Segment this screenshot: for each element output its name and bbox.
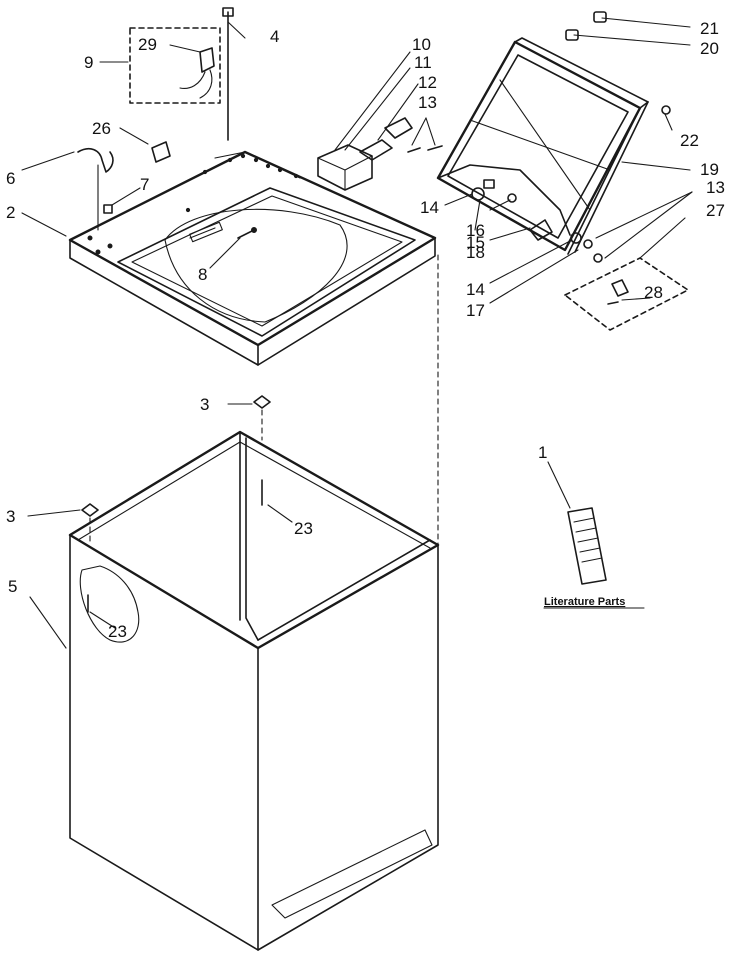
screw-22 — [661, 105, 671, 115]
clip-6 — [77, 148, 114, 231]
lid-assembly — [436, 37, 649, 255]
cabinet — [68, 254, 440, 951]
callout-26: 26 — [92, 119, 111, 138]
callout-11: 11 — [414, 53, 432, 72]
callout-13-right: 13 — [706, 178, 725, 197]
callout-4: 4 — [270, 27, 279, 46]
callout-12: 12 — [418, 73, 437, 92]
screws-13 — [407, 145, 443, 153]
leader-lines — [21, 17, 693, 649]
clip-26 — [151, 141, 171, 163]
callout-13-top: 13 — [418, 93, 437, 112]
screws-23 — [79, 479, 263, 643]
callout-10: 10 — [412, 35, 431, 54]
callout-14-lower: 14 — [466, 280, 485, 299]
callout-23-left: 23 — [108, 622, 127, 641]
lid-parts-14-18 — [471, 179, 603, 263]
top-panel — [68, 150, 437, 366]
callout-1: 1 — [538, 443, 547, 462]
callout-14-top: 14 — [420, 198, 439, 217]
literature-parts-label: Literature Parts — [544, 596, 625, 608]
screw-4 — [222, 7, 234, 141]
callout-2: 2 — [6, 203, 15, 222]
callout-29: 29 — [138, 35, 157, 54]
callout-22: 22 — [680, 131, 699, 150]
callout-21: 21 — [700, 19, 719, 38]
callout-20: 20 — [700, 39, 719, 58]
hinge-part-11-12 — [359, 117, 413, 161]
callout-28: 28 — [644, 283, 663, 302]
lid-switch-box — [129, 27, 221, 104]
hinge-bracket-10 — [317, 144, 373, 191]
bumpers-3 — [81, 395, 271, 546]
callout-15: 15 — [466, 233, 485, 252]
callout-5: 5 — [8, 577, 17, 596]
callout-7: 7 — [140, 175, 149, 194]
callout-23-top: 23 — [294, 519, 313, 538]
callout-3-top: 3 — [200, 395, 209, 414]
callout-labels: 1 2 3 3 4 5 6 7 8 9 10 11 12 13 13 14 14… — [6, 19, 725, 641]
callout-3-left: 3 — [6, 507, 15, 526]
callout-8: 8 — [198, 265, 207, 284]
callout-27: 27 — [706, 201, 725, 220]
callout-16: 16 — [466, 221, 485, 240]
callout-9: 9 — [84, 53, 93, 72]
callout-17: 17 — [466, 301, 485, 320]
callout-18: 18 — [466, 243, 485, 262]
screw-7 — [103, 204, 113, 214]
screw-8 — [237, 227, 257, 239]
literature-pamphlet — [567, 507, 607, 585]
callout-6: 6 — [6, 169, 15, 188]
callout-19: 19 — [700, 160, 719, 179]
lid-spring-box-27 — [564, 257, 689, 331]
